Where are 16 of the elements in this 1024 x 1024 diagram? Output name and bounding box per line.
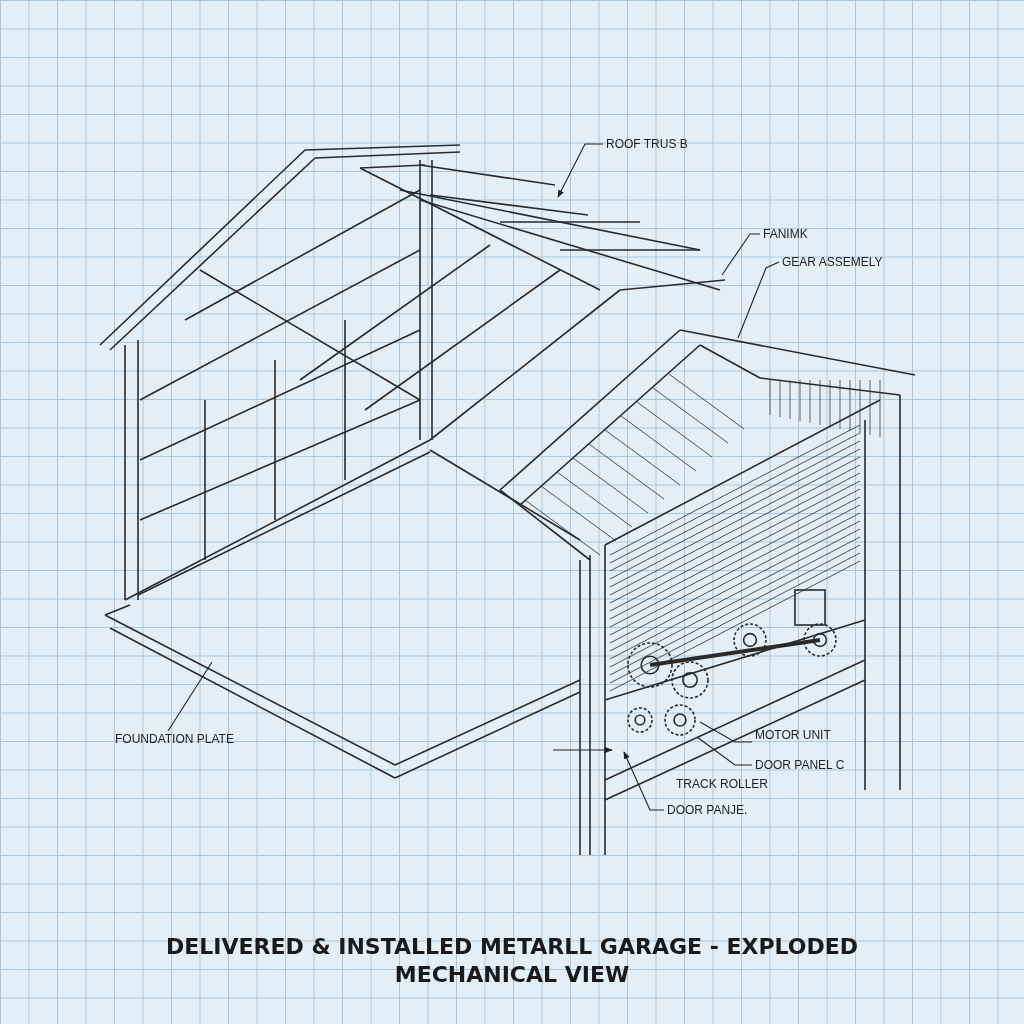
part-label: DOOR PANJE. [667,803,748,817]
part-label: FOUNDATION PLATE [115,732,234,746]
leader-line [696,736,753,766]
leader-line [699,721,753,743]
part-label: TRACK ROLLER [676,777,769,791]
leader-line [557,143,604,198]
part-label: DOOR PANEL C [755,758,845,772]
leader-line [623,751,665,811]
part-label: GEAR ASSEMELY [782,255,883,269]
part-label: FANIMK [763,227,808,241]
diagram-title: DELIVERED & INSTALLED METARLL GARAGE - EXPLODED MECHANICAL VIEW [164,933,860,989]
part-label: ROOF TRUS B [606,137,688,151]
leader-line [737,261,780,339]
part-label: MOTOR UNIT [755,728,831,742]
leader-line [721,233,761,276]
leader-line [167,661,213,732]
